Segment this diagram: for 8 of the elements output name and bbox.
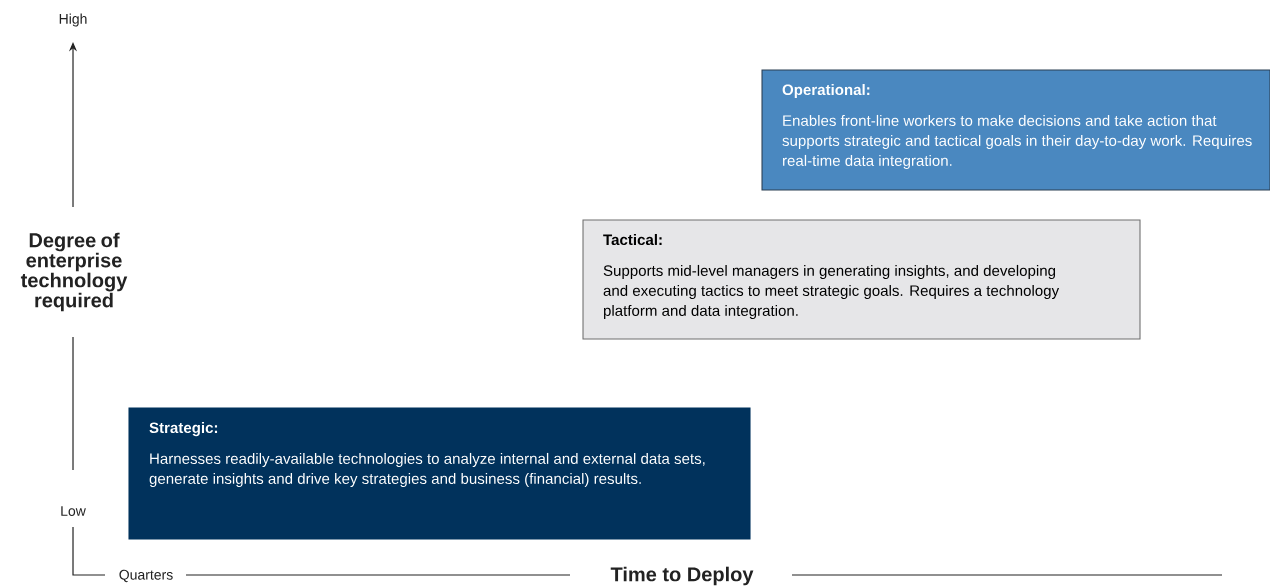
text-box: Tactical: Supports mid-level managers in generating insights, and developing and executing tactics to meet strategic goals. Requires a technology platform and data integration. bbox=[582, 219, 1141, 340]
text-box: Strategic: Harnesses readily-available technologies to analyze internal and external data sets, generate insights and drive key strategies and business (financial) results. bbox=[128, 407, 751, 540]
text-box: Operational: Enables front-line workers to make decisions and take action that supports strategic and tactical goals in their day-to-day work. Requires real-time data integration. bbox=[761, 69, 1270, 191]
axis-label: Low bbox=[61, 506, 86, 516]
axis-title: Time to Deploy bbox=[610, 566, 754, 586]
axis-title: Degree of enterprise technology required bbox=[20, 232, 128, 312]
axis-label: Quarters bbox=[119, 569, 173, 583]
axis-label: High bbox=[59, 13, 87, 27]
